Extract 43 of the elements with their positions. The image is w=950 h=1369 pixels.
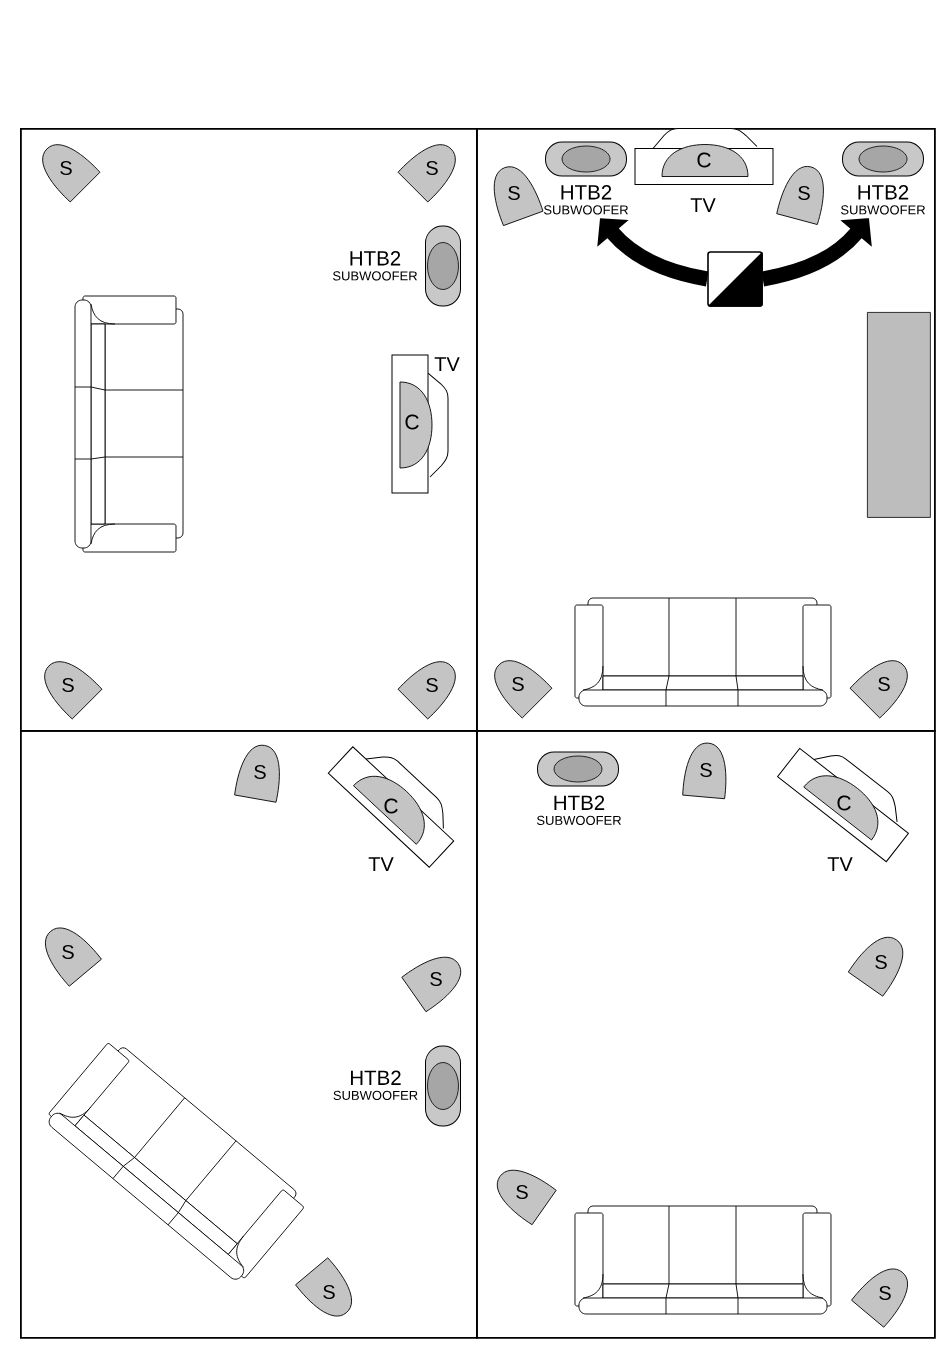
subwoofer: HTB2 SUBWOOFER [537,751,621,825]
node-label: SUBWOOFER [536,815,622,825]
speaker: S [776,166,824,225]
speaker: S [851,1268,909,1328]
room-panel [20,730,478,1339]
node-label: SUBWOOFER [840,205,926,215]
speaker: S [397,661,456,720]
node-label: HTB2 [561,185,612,200]
subwoofer: HTB2 SUBWOOFER [841,141,925,215]
subwoofer: HTB2 SUBWOOFER [333,225,461,307]
speaker: S [44,927,102,987]
room-panel [476,128,936,732]
node-label: HTB2 [350,1070,401,1085]
speaker: S [234,744,280,803]
split-square-icon [707,251,763,307]
node-label: HTB2 [858,185,909,200]
speaker: S [493,166,544,226]
speaker: S [401,956,462,1013]
speaker: S [494,660,553,719]
center-speaker: C [803,775,879,841]
speaker: S [849,660,908,719]
speaker: S [682,742,727,800]
room-panel [20,128,478,732]
cabinet [867,312,931,518]
subwoofer: HTB2 SUBWOOFER [544,141,628,215]
speaker: S [295,1257,353,1317]
speaker: S [42,144,101,203]
node-label: HTB2 [350,251,401,266]
center-speaker: C [399,381,433,469]
subwoofer: HTB2 SUBWOOFER [333,1045,461,1127]
center-speaker: C [661,144,749,177]
speaker: S [847,936,904,997]
speaker: S [44,661,103,720]
room-panel [476,730,936,1339]
center-speaker: C [353,775,425,845]
node-label: TV [434,357,460,371]
speaker: S [496,1169,557,1226]
node-label: SUBWOOFER [543,205,629,215]
node-label: SUBWOOFER [332,271,418,281]
node-label: HTB2 [554,795,605,810]
node-label: TV [690,198,716,212]
speaker: S [397,144,456,203]
node-label: SUBWOOFER [333,1090,418,1100]
